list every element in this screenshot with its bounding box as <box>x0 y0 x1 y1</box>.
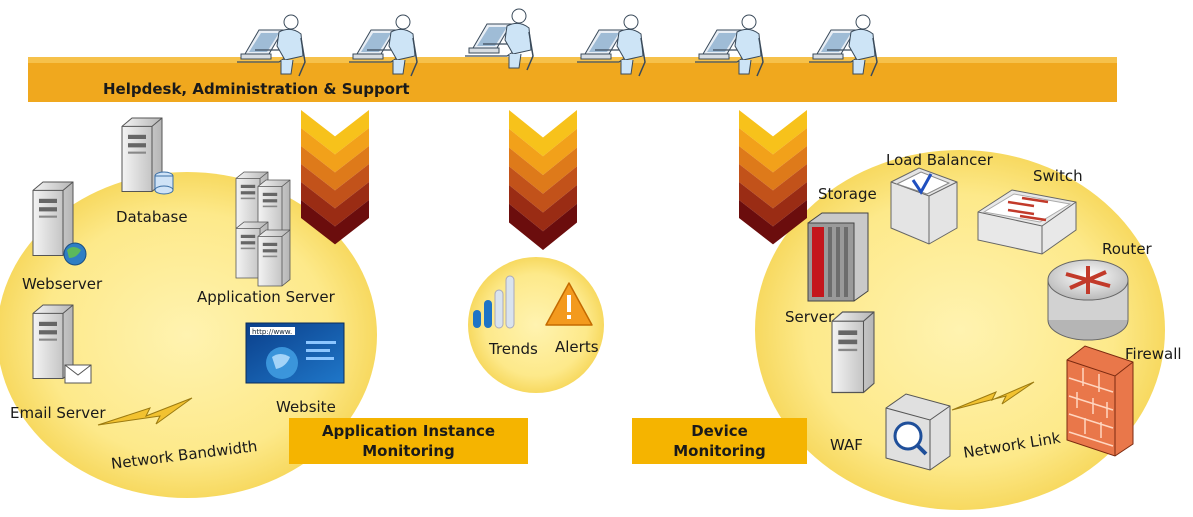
email-server-label: Email Server <box>10 404 106 422</box>
chevron-arrow-right <box>739 110 807 245</box>
router-label: Router <box>1102 240 1152 258</box>
application-instance-monitoring-box: Application Instance Monitoring <box>289 418 528 464</box>
storage-label: Storage <box>818 185 877 203</box>
server-label: Server <box>785 308 835 326</box>
caption-line: Monitoring <box>673 442 766 460</box>
alerts-label: Alerts <box>555 338 599 356</box>
waf-label: WAF <box>830 436 863 454</box>
database-label: Database <box>116 208 188 226</box>
load-balancer-icon <box>890 167 958 245</box>
chevron-arrow-middle <box>509 110 577 250</box>
firewall-label: Firewall <box>1125 345 1182 363</box>
caption-line: Device <box>691 422 748 440</box>
load-balancer-label: Load Balancer <box>886 151 993 169</box>
chevron-arrow-left <box>301 110 369 245</box>
banner-title: Helpdesk, Administration & Support <box>103 80 410 98</box>
webserver-icon <box>32 181 87 266</box>
caption-line: Application Instance <box>321 422 496 440</box>
switch-icon <box>977 189 1077 255</box>
application-server-icon <box>235 171 291 287</box>
device-monitoring-box: Device Monitoring <box>632 418 807 464</box>
firewall-icon <box>1066 345 1134 457</box>
server-icon <box>831 311 875 394</box>
banner-bar <box>28 57 1117 102</box>
lightning-icon <box>951 381 1035 411</box>
database-icon <box>121 117 174 195</box>
switch-label: Switch <box>1033 167 1083 185</box>
website-icon: http://www. <box>245 322 345 384</box>
lightning-icon <box>97 397 193 426</box>
storage-icon <box>807 212 869 302</box>
alert-icon <box>545 282 593 326</box>
email-server-icon <box>32 304 92 384</box>
website-url-text: http://www. <box>252 328 292 336</box>
application-server-label: Application Server <box>197 288 335 306</box>
trends-label: Trends <box>489 340 538 358</box>
trends-icon <box>473 275 515 329</box>
waf-icon <box>885 393 951 471</box>
webserver-label: Webserver <box>22 275 103 293</box>
website-label: Website <box>276 398 336 416</box>
router-icon <box>1047 259 1129 341</box>
caption-line: Monitoring <box>362 442 455 460</box>
